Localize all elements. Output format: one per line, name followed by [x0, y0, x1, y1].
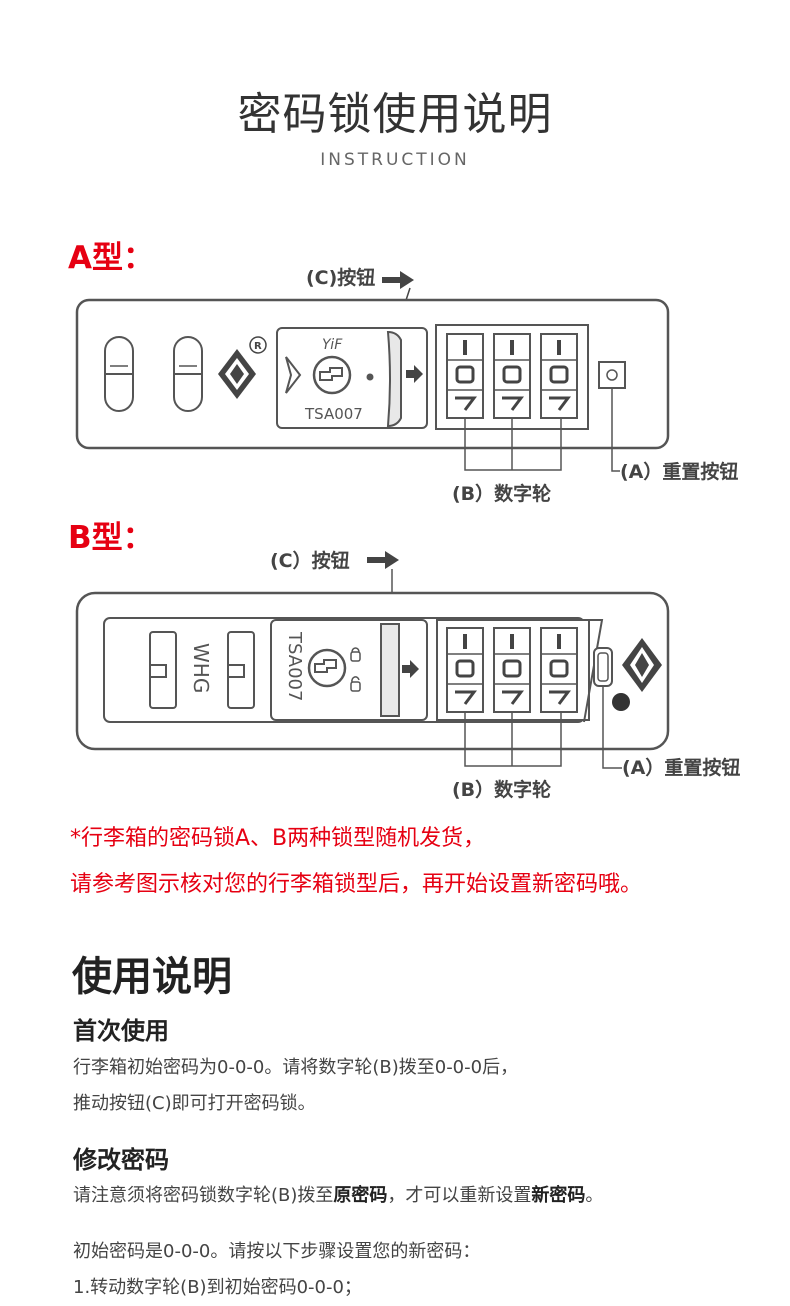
type-b-c-button[interactable]: [380, 623, 419, 717]
type-a-arrow-icon: [382, 271, 414, 289]
type-a-tsa-logo-icon: R: [218, 336, 267, 399]
type-a-keyhole-icon: [285, 355, 374, 395]
type-a-lock-diagram: (C)按钮 R YiF TSA007: [75, 266, 738, 505]
change-password-step-1: 1.转动数字轮(B)到初始密码0-0-0；: [73, 1277, 362, 1298]
type-a-wheels-label: (B）数字轮: [452, 482, 551, 505]
type-b-digit-wheel-1[interactable]: [446, 627, 484, 713]
type-b-indicator-dot: [612, 693, 630, 711]
type-a-digit-wheel-1[interactable]: [446, 333, 484, 419]
type-a-slider-right: [173, 336, 203, 412]
type-a-reset-button[interactable]: [598, 361, 626, 389]
type-b-label: B型：: [68, 520, 154, 556]
type-b-brand-text: WHG: [189, 643, 213, 693]
first-use-line-2: 推动按钮(C)即可打开密码锁。: [73, 1093, 316, 1114]
usage-heading: 使用说明: [72, 954, 232, 1000]
type-a-digit-wheel-3[interactable]: [540, 333, 578, 419]
first-use-line-1: 行李箱初始密码为0-0-0。请将数字轮(B)拨至0-0-0后，: [73, 1057, 519, 1078]
type-b-tsa-logo-icon: [622, 638, 662, 692]
type-b-model-text: TSA007: [284, 631, 305, 701]
type-b-arrow-icon: [367, 551, 399, 569]
type-a-button-label: (C)按钮: [306, 266, 375, 289]
type-b-reset-label: (A）重置按钮: [622, 756, 740, 779]
type-b-slider-left: [149, 631, 177, 709]
type-b-digit-wheel-3[interactable]: [540, 627, 578, 713]
type-a-brand-text: YiF: [322, 337, 343, 353]
type-a-slider-left: [104, 336, 134, 412]
notice-line-2: 请参考图示核对您的行李箱锁型后，再开始设置新密码哦。: [70, 872, 643, 897]
notice-line-1: *行李箱的密码锁A、B两种锁型随机发货，: [70, 826, 486, 851]
original-password-text: 原密码: [333, 1185, 388, 1206]
type-b-slider-right: [227, 631, 255, 709]
svg-text:R: R: [254, 341, 262, 352]
page-subtitle: INSTRUCTION: [320, 150, 470, 170]
type-b-wheels-label: (B）数字轮: [452, 778, 551, 801]
type-b-button-label: (C）按钮: [270, 549, 350, 572]
change-password-line-2: 初始密码是0-0-0。请按以下步骤设置您的新密码：: [73, 1241, 481, 1262]
change-password-line-1: 请注意须将密码锁数字轮(B)拨至原密码，才可以重新设置新密码。: [73, 1185, 604, 1206]
change-password-heading: 修改密码: [73, 1146, 169, 1174]
type-b-keyhole-icon: [307, 647, 361, 692]
first-use-heading: 首次使用: [73, 1017, 169, 1045]
type-b-lock-diagram: (C）按钮 WHG TSA007: [75, 549, 740, 801]
type-a-reset-label: (A）重置按钮: [620, 460, 738, 483]
type-a-model-text: TSA007: [304, 405, 363, 423]
page-title: 密码锁使用说明: [237, 89, 553, 140]
new-password-text: 新密码: [531, 1185, 586, 1206]
type-a-label: A型：: [68, 240, 154, 276]
type-b-digit-wheel-2[interactable]: [493, 627, 531, 713]
type-b-reset-button[interactable]: [593, 647, 613, 687]
type-a-c-button[interactable]: [386, 330, 423, 428]
type-a-digit-wheel-2[interactable]: [493, 333, 531, 419]
